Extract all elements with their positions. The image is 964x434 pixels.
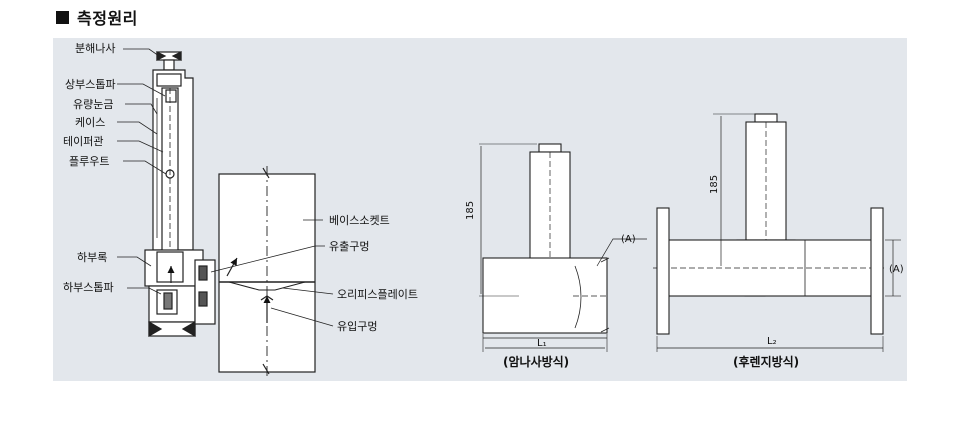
threaded-type-diagram xyxy=(479,143,647,352)
threaded-height-dimension: 185 xyxy=(465,201,476,220)
section-title: 측정원리 xyxy=(77,9,138,28)
label-upper-stopper: 상부스톱파 xyxy=(65,78,116,91)
left-leader-lines xyxy=(117,48,334,327)
label-lower-stopper: 하부스톱파 xyxy=(63,280,114,294)
cross-section-diagram xyxy=(144,51,316,378)
label-separate-nut: 분해나사 xyxy=(75,41,115,55)
label-lower-block: 하부록 xyxy=(77,250,107,264)
label-flow-scale: 유량눈금 xyxy=(73,98,113,111)
label-inlet-hole: 유입구멍 xyxy=(337,320,377,333)
square-bullet-icon xyxy=(56,10,69,24)
threaded-mark-a: (A) xyxy=(621,234,636,245)
label-base-socket: 베이스소켓트 xyxy=(329,214,390,227)
flanged-height-dimension: 185 xyxy=(709,175,720,194)
measurement-principle-diagram: 분해나사 상부스톱파 유량눈금 케이스 테이퍼관 플루우트 하부록 하부스톱파 … xyxy=(63,41,904,378)
threaded-caption: (암나사방식) xyxy=(503,354,569,369)
diagram-panel: 분해나사 상부스톱파 유량눈금 케이스 테이퍼관 플루우트 하부록 하부스톱파 … xyxy=(53,38,907,381)
label-case: 케이스 xyxy=(75,116,105,129)
label-float: 플루우트 xyxy=(69,155,109,168)
threaded-length-dimension: L₁ xyxy=(537,338,547,349)
label-orifice-plate: 오리피스플레이트 xyxy=(337,288,418,301)
section-heading: 측정원리 xyxy=(56,6,138,28)
flanged-type-diagram xyxy=(653,113,901,352)
label-taper-tube: 테이퍼관 xyxy=(63,135,103,148)
flanged-mark-a: (A) xyxy=(889,264,904,275)
flanged-caption: (후렌지방식) xyxy=(733,354,799,369)
label-outlet-hole: 유출구멍 xyxy=(329,240,369,253)
flanged-length-dimension: L₂ xyxy=(767,336,777,347)
